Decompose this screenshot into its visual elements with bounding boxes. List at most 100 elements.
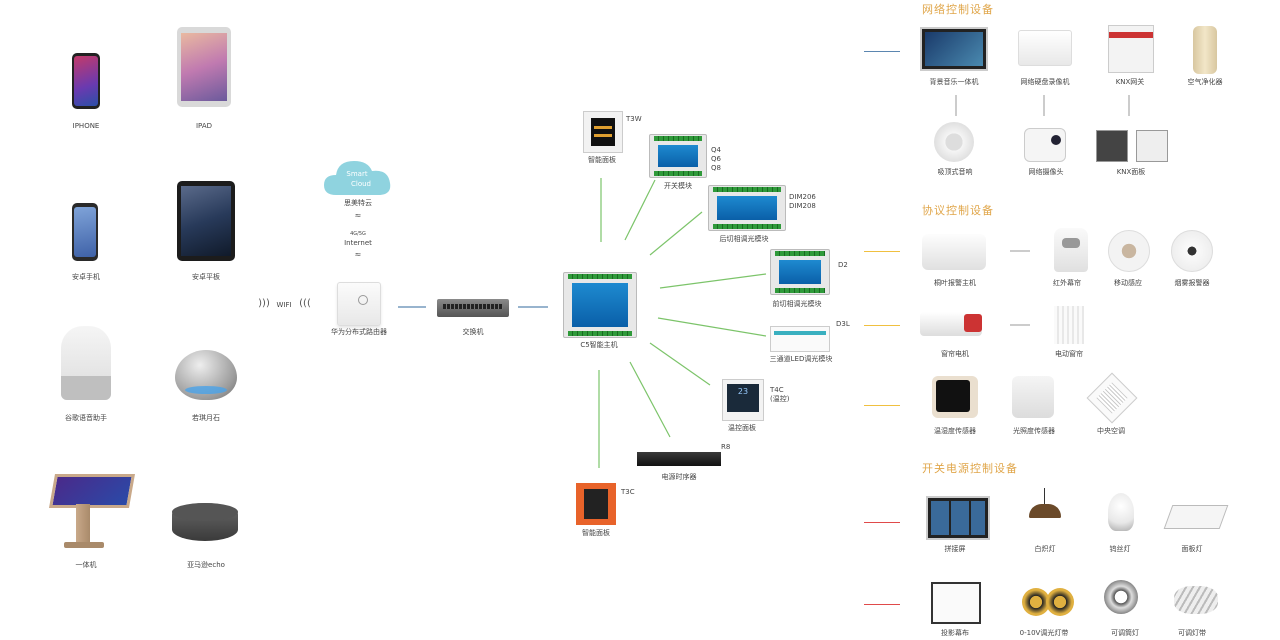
code-t3w: T3W [626,115,642,123]
label-th-sensor: 温湿度传感器 [934,427,976,435]
wifi-up-icon: ≈ [354,211,362,220]
network-section-line [864,51,900,52]
label-dim: 后切相调光模块 [719,235,769,243]
protocol-line-1 [864,251,900,252]
section-title-protocol: 协议控制设备 [922,204,994,217]
d3l-module-device [770,326,830,352]
label-ir-curtain: 红外幕帘 [1053,279,1081,287]
knx-panel-device-1 [1096,130,1128,162]
label-projection: 投影幕布 [941,629,969,637]
code-t3c: T3C [621,488,635,496]
label-google: 谷歌语音助手 [65,414,107,422]
label-ipad: IPAD [195,122,213,130]
iphone-device [72,53,100,109]
link-d2 [659,273,767,289]
label-speaker: 吸顶式音响 [937,168,973,176]
music-device [920,27,988,71]
speaker-device [934,122,974,162]
label-switch-module: 开关模块 [664,182,692,190]
android-phone-device [72,203,98,261]
label-d2: 前切相调光模块 [772,300,822,308]
google-assistant-device [61,326,111,400]
label-light-sensor: 光照度传感器 [1013,427,1055,435]
purifier-device [1193,26,1217,74]
label-t3w: 智能面板 [588,156,616,164]
cloud-text-1: Smart [346,170,368,178]
label-incandescent: 白炽灯 [1034,545,1056,553]
label-cloud: 思美特云 [344,199,372,207]
wifi-wave-left-icon: ))) [258,298,270,309]
panel-light-device [1163,505,1229,529]
code-r8: R8 [721,443,731,451]
android-tablet-device [177,181,235,261]
label-halogen: 钨丝灯 [1109,545,1131,553]
label-echo: 亚马逊echo [187,561,225,569]
dim-module-device [708,185,786,231]
code-d2: D2 [838,261,848,269]
echo-device [172,503,238,541]
code-dim: DIM206 DIM208 [789,193,816,210]
t3w-panel-device [583,111,623,153]
label-splice: 拼接屏 [944,545,966,553]
motion-sensor-device [1108,230,1150,272]
section-title-power: 开关电源控制设备 [922,462,1018,475]
label-curtain: 电动窗帘 [1055,350,1083,358]
label-knx-panel: KNX面板 [1116,168,1146,176]
code-d3l: D3L [836,320,850,328]
ir-curtain-device [1054,228,1088,272]
cloud-text-2: Cloud [351,180,371,188]
label-music: 背景音乐一体机 [929,78,979,86]
r8-device [637,452,721,466]
label-tunable-strip: 可调灯带 [1178,629,1206,637]
t4c-panel-device: 23 [722,379,764,421]
label-d3l: 三通道LED调光模块 [769,355,833,363]
label-ac: 中央空调 [1097,427,1125,435]
label-mobile: 4G/5G [350,231,366,237]
label-host: C5智能主机 [580,341,618,349]
link-dim [649,211,703,256]
label-camera: 网络摄像头 [1028,168,1064,176]
link-t4c [649,342,711,386]
label-purifier: 空气净化器 [1187,78,1223,86]
label-nvr: 网络硬盘录像机 [1020,78,1070,86]
label-android-tablet: 安卓平板 [192,273,220,281]
label-curtain-motor: 窗帘电机 [941,350,969,358]
code-switch-module: Q4 Q6 Q8 [711,146,721,172]
label-t4c: 温控面板 [728,424,756,432]
wifi-wave-right-icon: ((( [299,298,311,309]
splice-screen-device [926,496,990,540]
label-kiosk: 一体机 [75,561,97,569]
link-d3l [657,317,767,337]
knx-gateway-device [1108,25,1154,73]
th-sensor-device [932,376,978,418]
cloud-icon [324,161,391,195]
halogen-bulb-device [1108,493,1134,531]
wifi-down-icon: ≈ [354,250,362,259]
label-r8: 电源时序器 [661,473,697,481]
link-r8 [629,361,671,438]
incandescent-device [1027,488,1063,536]
label-led-strip: 0-10V调光灯带 [1019,629,1069,637]
power-line-1 [864,522,900,523]
kiosk-device [49,474,135,550]
label-internet: Internet [344,239,372,247]
link-switch-module [624,179,656,241]
label-router: 华为分布式路由器 [331,328,387,336]
tunable-strip-device [1174,586,1218,614]
led-strip-device-2 [1046,588,1074,616]
alarm-host-device [922,234,986,270]
led-strip-device [1022,588,1050,616]
power-line-2 [864,604,900,605]
label-t3c: 智能面板 [582,529,610,537]
curtain-device [1054,306,1084,344]
t3c-panel-device [576,483,616,525]
label-android-phone: 安卓手机 [72,273,100,281]
switch-module-device [649,134,707,178]
smoke-detector-device [1171,230,1213,272]
label-smoke: 烟雾报警器 [1174,279,1210,287]
curtain-motor-device [920,312,982,336]
host-device [563,272,637,338]
protocol-line-3 [864,405,900,406]
router-device [337,282,381,326]
